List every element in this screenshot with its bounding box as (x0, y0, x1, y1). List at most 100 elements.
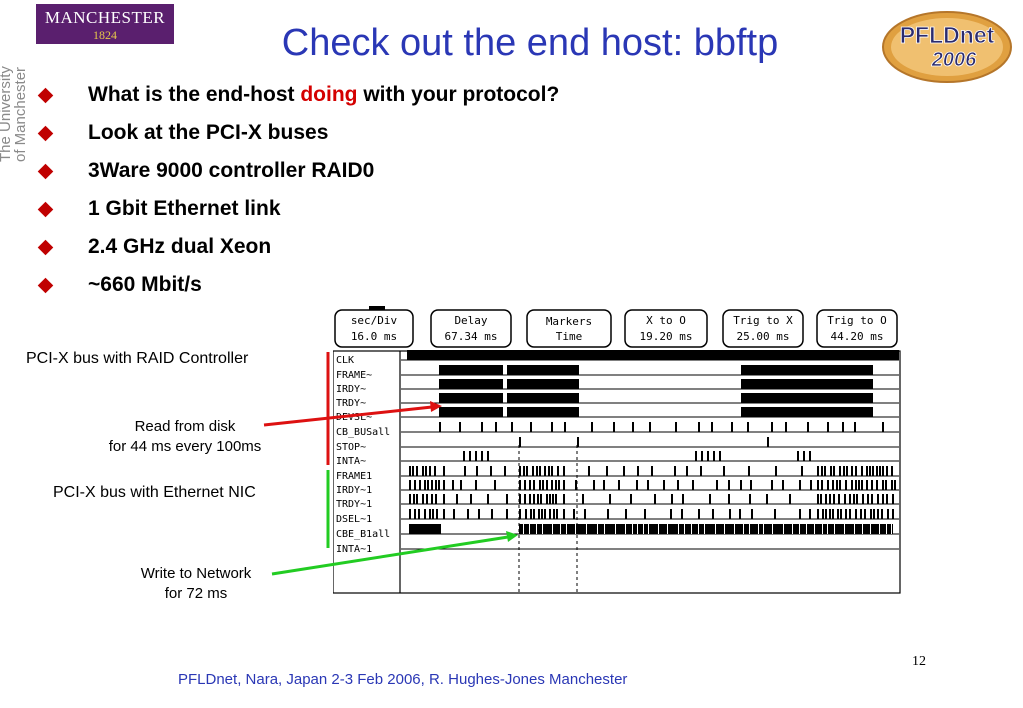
trace-edge (701, 451, 703, 461)
trace-gap (648, 524, 649, 534)
nic-label: PCI-X bus with Ethernet NIC (53, 484, 256, 501)
trace-edge (422, 466, 424, 476)
scope-button[interactable]: sec/Div 16.0 ms (334, 306, 414, 348)
trace-edge (827, 480, 829, 490)
trace-edge (556, 509, 558, 519)
trace-edge (766, 494, 768, 504)
trace-edge (892, 494, 894, 504)
trace-edge (563, 480, 565, 490)
trace-gap (827, 524, 828, 534)
pfldnet-logo-line1: PFLDnet (900, 22, 995, 48)
trace-edge (840, 509, 842, 519)
trace-gap (763, 524, 764, 534)
trace-edge (651, 466, 653, 476)
trace-edge (478, 509, 480, 519)
bullet-text: Look at the PCI-X buses (88, 121, 329, 144)
trace-gap (724, 524, 725, 534)
write-label-line1: Write to Network (140, 565, 252, 582)
trace-edge (564, 422, 566, 432)
trace-edge (524, 480, 526, 490)
trace-edge (494, 480, 496, 490)
trace-burst (741, 393, 873, 403)
trace-gap (749, 524, 750, 534)
trace-edge (519, 494, 521, 504)
trace-edge (551, 466, 553, 476)
scope-button[interactable]: X to O 19.20 ms (624, 309, 708, 348)
trace-edge (593, 480, 595, 490)
scope-button-name: Trig to O (827, 314, 887, 327)
trace-edge (436, 509, 438, 519)
trace-gap (667, 524, 668, 534)
trace-edge (425, 466, 427, 476)
trace-edge (613, 422, 615, 432)
trace-edge (431, 494, 433, 504)
trace-edge (443, 494, 445, 504)
scope-button[interactable]: Trig to O 44.20 ms (816, 309, 898, 348)
trace-edge (881, 509, 883, 519)
scope-button[interactable]: Markers Time (526, 309, 612, 348)
trace-edge (891, 480, 893, 490)
trace-edge (842, 422, 844, 432)
signal-label: INTA~1 (336, 544, 372, 555)
trace-edge (861, 480, 863, 490)
trace-edge (789, 494, 791, 504)
trace-gap (691, 524, 692, 534)
footer-text: PFLDnet, Nara, Japan 2-3 Feb 2006, R. Hu… (178, 671, 628, 688)
trace-edge (851, 466, 853, 476)
pfldnet-logo: PFLDnet 2006 (882, 11, 1012, 83)
trace-gap (523, 524, 524, 534)
scope-button-value: 67.34 ms (445, 330, 498, 343)
bullet-text-tail: with your protocol? (357, 83, 560, 106)
trace-edge (575, 480, 577, 490)
write-label: Write to Network for 72 ms (116, 565, 276, 602)
trace-edge (671, 494, 673, 504)
trace-edge (526, 466, 528, 476)
trace-gap (743, 524, 744, 534)
trace-edge (495, 422, 497, 432)
trace-edge (438, 480, 440, 490)
trace-burst (519, 524, 893, 534)
trace-edge (532, 466, 534, 476)
page-number: 12 (912, 654, 926, 669)
trace-edge (869, 466, 871, 476)
trace-gap (586, 524, 587, 534)
trace-edge (681, 509, 683, 519)
trace-edge (872, 466, 874, 476)
trace-edge (607, 509, 609, 519)
trace-edge (877, 509, 879, 519)
trace-edge (771, 422, 773, 432)
trace-edge (844, 494, 846, 504)
trace-edge (824, 466, 826, 476)
trace-edge (536, 466, 538, 476)
trace-edge (748, 466, 750, 476)
trace-edge (692, 480, 694, 490)
trace-edge (609, 494, 611, 504)
trace-burst (507, 365, 579, 375)
scope-button[interactable]: Trig to X 25.00 ms (722, 309, 804, 348)
trace-edge (530, 422, 532, 432)
trace-edge (709, 494, 711, 504)
trace-edge (700, 466, 702, 476)
signal-label: INTA~ (336, 456, 366, 467)
trace-edge (412, 466, 414, 476)
trace-edge (829, 494, 831, 504)
trace-edge (855, 480, 857, 490)
trace-edge (855, 466, 857, 476)
trace-edge (519, 480, 521, 490)
trace-edge (849, 494, 851, 504)
trace-edge (846, 466, 848, 476)
trace-edge (603, 480, 605, 490)
trace-edge (435, 480, 437, 490)
trace-burst (741, 365, 873, 375)
scope-button[interactable]: Delay 67.34 ms (430, 309, 512, 348)
trace-edge (860, 509, 862, 519)
trace-edge (882, 422, 884, 432)
bullet-text: ~660 Mbit/s (88, 273, 202, 296)
write-label-line2: for 72 ms (164, 585, 228, 602)
trace-gap (862, 524, 863, 534)
trace-edge (719, 451, 721, 461)
trace-edge (832, 480, 834, 490)
trace-edge (675, 422, 677, 432)
read-label: Read from disk for 44 ms every 100ms (80, 418, 290, 455)
trace-edge (833, 494, 835, 504)
